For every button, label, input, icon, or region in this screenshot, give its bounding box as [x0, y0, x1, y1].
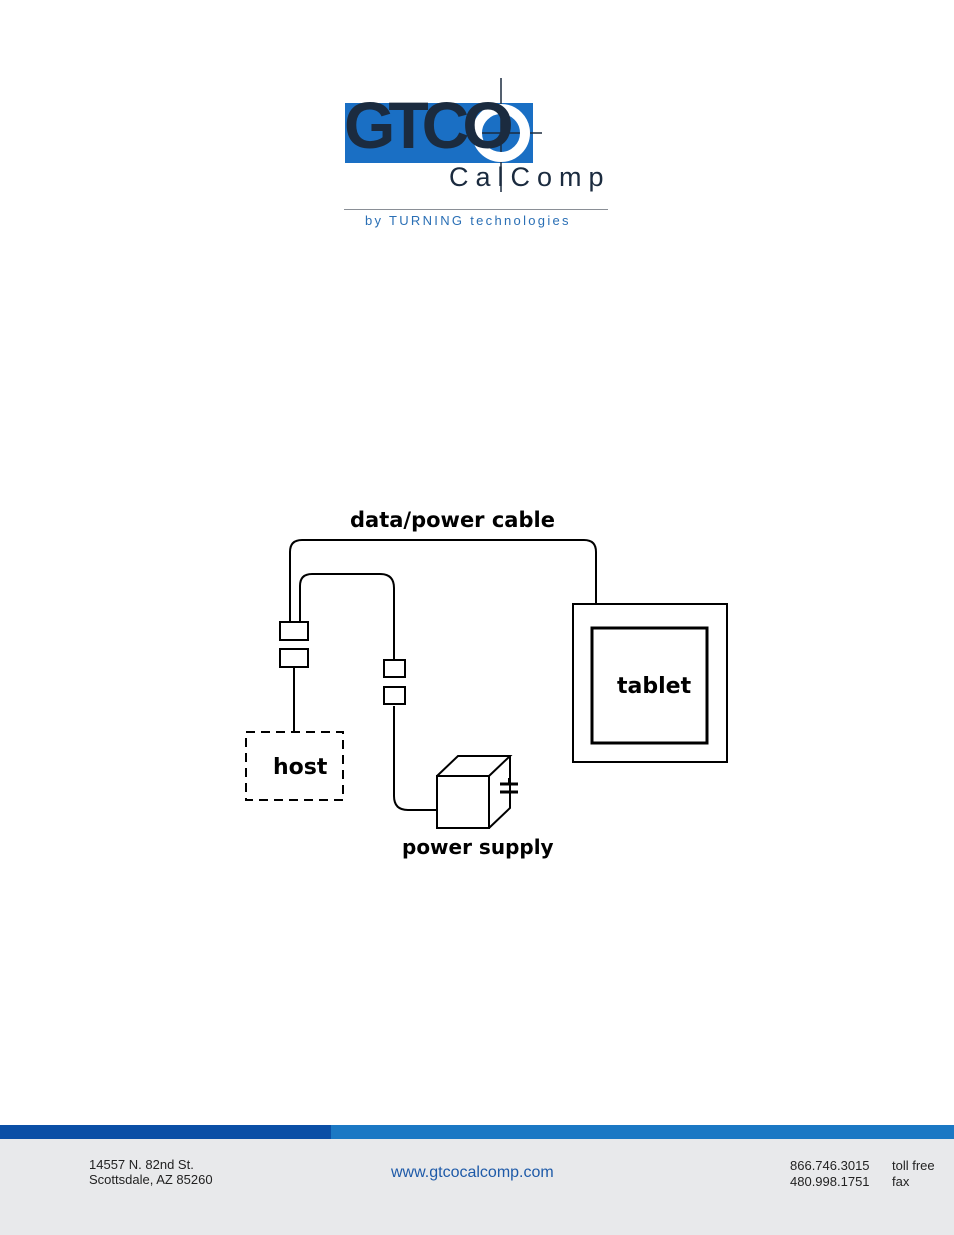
- power-cable: [300, 574, 394, 660]
- cable-label: data/power cable: [350, 510, 555, 531]
- connection-diagram: data/power cable tablet host power suppl…: [0, 480, 954, 880]
- footer-bar-dark: [0, 1125, 331, 1139]
- logo-tagline: by TURNING technologies: [365, 214, 571, 227]
- logo-brand-top: GTCO: [344, 92, 507, 158]
- power-supply-cube: [437, 756, 510, 828]
- logo-brand-bottom: CalComp: [449, 164, 611, 191]
- fax-label: fax: [892, 1174, 909, 1190]
- website-link[interactable]: www.gtcocalcomp.com: [391, 1165, 554, 1181]
- footer-bar-light: [331, 1125, 954, 1139]
- power-connector-bottom: [384, 687, 405, 704]
- fax-number: 480.998.1751: [790, 1174, 870, 1190]
- host-connector-top: [280, 622, 308, 640]
- address-line-1: 14557 N. 82nd St.: [89, 1157, 194, 1173]
- address-line-2: Scottsdale, AZ 85260: [89, 1172, 213, 1188]
- toll-free-number: 866.746.3015: [790, 1158, 870, 1174]
- company-logo: GTCO CalComp by TURNING technologies: [0, 0, 954, 240]
- power-supply-label: power supply: [402, 837, 554, 857]
- power-connector-top: [384, 660, 405, 677]
- toll-free-label: toll free: [892, 1158, 935, 1174]
- host-connector-bottom: [280, 649, 308, 667]
- data-power-cable: [290, 540, 596, 622]
- host-label: host: [273, 757, 327, 779]
- tablet-label: tablet: [617, 676, 691, 698]
- logo-divider: [344, 209, 608, 210]
- diagram-drawing: [0, 480, 954, 880]
- page-footer: 14557 N. 82nd St. Scottsdale, AZ 85260 w…: [0, 1125, 954, 1235]
